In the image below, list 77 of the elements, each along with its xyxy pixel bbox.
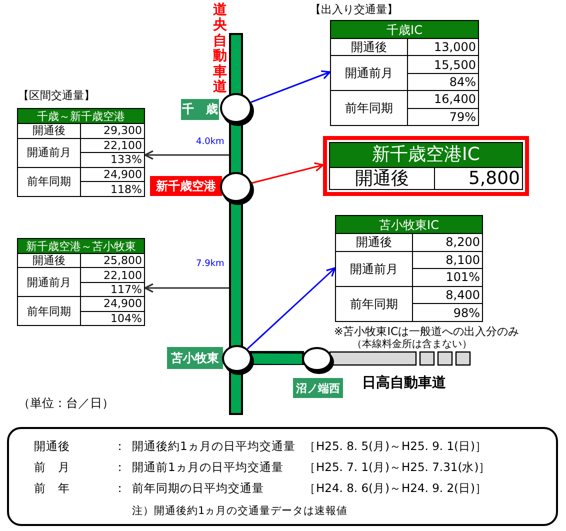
- road-segment: [252, 353, 302, 364]
- note-text: ※苫小牧東ICは一般道への出入分のみ: [334, 324, 520, 338]
- ratio-cell: 79%: [408, 108, 478, 126]
- row-label: 開通前月: [18, 268, 80, 297]
- section-heading: 【区間交通量】: [18, 88, 95, 103]
- table-header: 新千歳空港IC: [330, 142, 522, 168]
- value-cell: 8,400: [412, 286, 482, 304]
- road-name: 道央自動車道: [213, 3, 227, 96]
- separator: ：: [114, 439, 127, 454]
- row-label: 開通後: [330, 168, 434, 190]
- row-label: 前年同期: [336, 286, 412, 322]
- ratio-cell: 104%: [80, 311, 144, 326]
- value-cell: 22,100: [80, 138, 144, 153]
- value-cell: 24,900: [80, 167, 144, 182]
- definition: 開通後約1ヵ月の日平均交通量: [132, 439, 296, 454]
- value-cell: 8,200: [412, 234, 482, 252]
- value-cell: 16,400: [408, 90, 478, 108]
- value-cell: 13,000: [408, 38, 478, 56]
- road-name: 日高自動車道: [362, 374, 446, 392]
- row-label: 前年同期: [18, 167, 80, 196]
- ratio-cell: 101%: [412, 268, 482, 286]
- value-cell: 5,800: [434, 168, 522, 190]
- ratio-cell: 98%: [412, 304, 482, 322]
- row-label: 前年同期: [330, 90, 408, 126]
- row-label: 開通後: [18, 124, 80, 138]
- separator: ：: [114, 460, 127, 475]
- note-text: 4.0km: [196, 137, 224, 147]
- arrow: [246, 267, 336, 350]
- notes-panel: [7, 427, 558, 526]
- term: 前 年: [34, 481, 71, 496]
- arrow: [251, 162, 324, 184]
- note-text: （単位：台／日）: [18, 395, 114, 412]
- row-label: 開通後: [330, 38, 408, 56]
- value-cell: 15,500: [408, 56, 478, 74]
- interchange-circle: [302, 347, 332, 371]
- highlighted-table: [323, 136, 529, 196]
- term: 開通後: [34, 439, 71, 454]
- interchange-circle: [220, 172, 252, 202]
- interchange-name-tag: 苫小牧東: [167, 347, 223, 369]
- interchange-circle: [220, 93, 252, 123]
- row-label: 開通後: [18, 254, 80, 268]
- value-cell: 25,800: [80, 254, 144, 268]
- ratio-cell: 117%: [80, 282, 144, 297]
- ratio-cell: 84%: [408, 73, 478, 91]
- row-label: 開通後: [336, 234, 412, 252]
- value-cell: 29,300: [80, 124, 144, 138]
- interchange-name-tag: 沼ノ端西: [293, 378, 343, 398]
- table-header: 千歳IC: [330, 20, 478, 38]
- interchange-name-tag: 千 歳: [181, 99, 219, 120]
- footnote: 注）開通後約1ヵ月の交通量データは速報値: [132, 504, 349, 518]
- ratio-cell: 118%: [80, 182, 144, 196]
- separator: ：: [114, 481, 127, 496]
- note-text: 7.9km: [196, 259, 224, 269]
- arrow: [250, 70, 331, 104]
- interchange-name-tag: 新千歳空港: [150, 176, 222, 196]
- table-header: 新千歳空港～苫小牧東: [18, 238, 144, 254]
- date-range: ［H25. 7. 1(月)～H25. 7.31(水)］: [304, 460, 492, 475]
- interchange-circle: [222, 345, 252, 372]
- definition: 前年同期の日平均交通量: [132, 481, 265, 496]
- value-cell: 8,100: [412, 251, 482, 269]
- table-header: 苫小牧東IC: [336, 216, 482, 234]
- table-header: 千歳～新千歳空港: [18, 108, 144, 124]
- date-range: ［H24. 8. 6(月)～H24. 9. 2(日)］: [304, 481, 488, 496]
- date-range: ［H25. 8. 5(月)～H25. 9. 1(日)］: [304, 439, 488, 454]
- note-text: （本線料金所は含まない）: [352, 338, 472, 351]
- row-label: 開通前月: [336, 251, 412, 286]
- term: 前 月: [34, 460, 71, 475]
- row-label: 開通前月: [330, 56, 408, 91]
- arrow: [144, 150, 229, 160]
- ratio-cell: 133%: [80, 152, 144, 168]
- definition: 開通前1ヵ月の日平均交通量: [132, 460, 284, 475]
- row-label: 前年同期: [18, 296, 80, 326]
- value-cell: 22,100: [80, 268, 144, 282]
- arrow: [144, 283, 229, 293]
- section-heading: 【出入り交通量】: [310, 2, 398, 17]
- row-label: 開通前月: [18, 138, 80, 168]
- value-cell: 24,900: [80, 296, 144, 312]
